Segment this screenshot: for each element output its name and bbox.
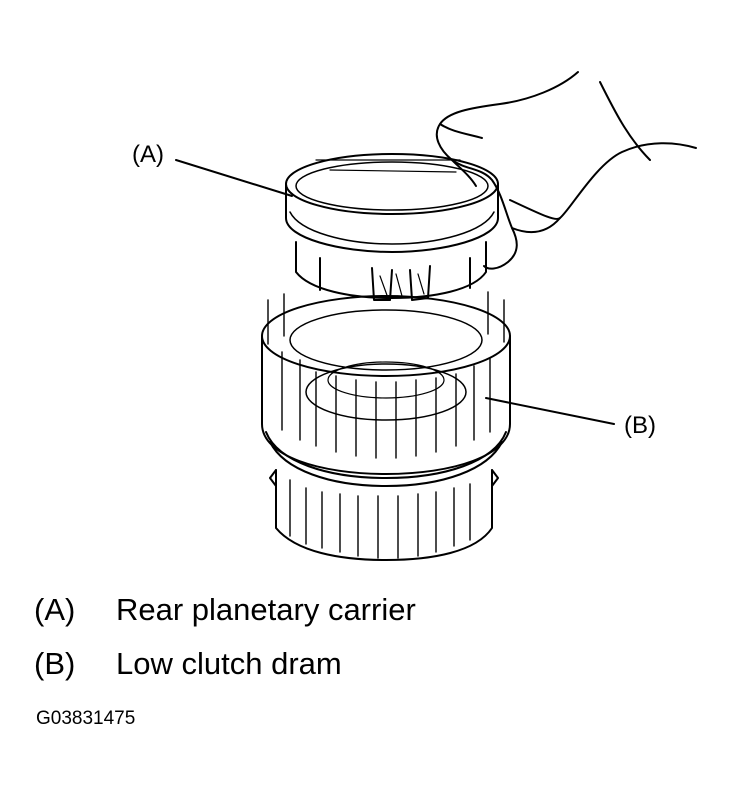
callout-b: (B): [624, 412, 656, 439]
legend-text-b: Low clutch dram: [116, 646, 342, 681]
legend-text-a: Rear planetary carrier: [116, 592, 416, 627]
callout-a: (A): [132, 141, 164, 168]
legend-item-a: (A) Rear planetary carrier: [34, 594, 416, 625]
legend-item-b: (B) Low clutch dram: [34, 648, 342, 679]
leader-line-a: [175, 159, 293, 197]
figure-id: G03831475: [36, 708, 136, 729]
legend-key-b: (B): [34, 646, 76, 681]
exploded-gear-illustration: [175, 71, 697, 561]
hand-illustration: [435, 71, 697, 270]
rear-planetary-carrier: [285, 153, 499, 301]
lower-gear: [269, 469, 499, 561]
legend-key-a: (A): [34, 592, 76, 627]
low-clutch-drum: [261, 291, 511, 487]
leader-line-b: [485, 397, 615, 425]
